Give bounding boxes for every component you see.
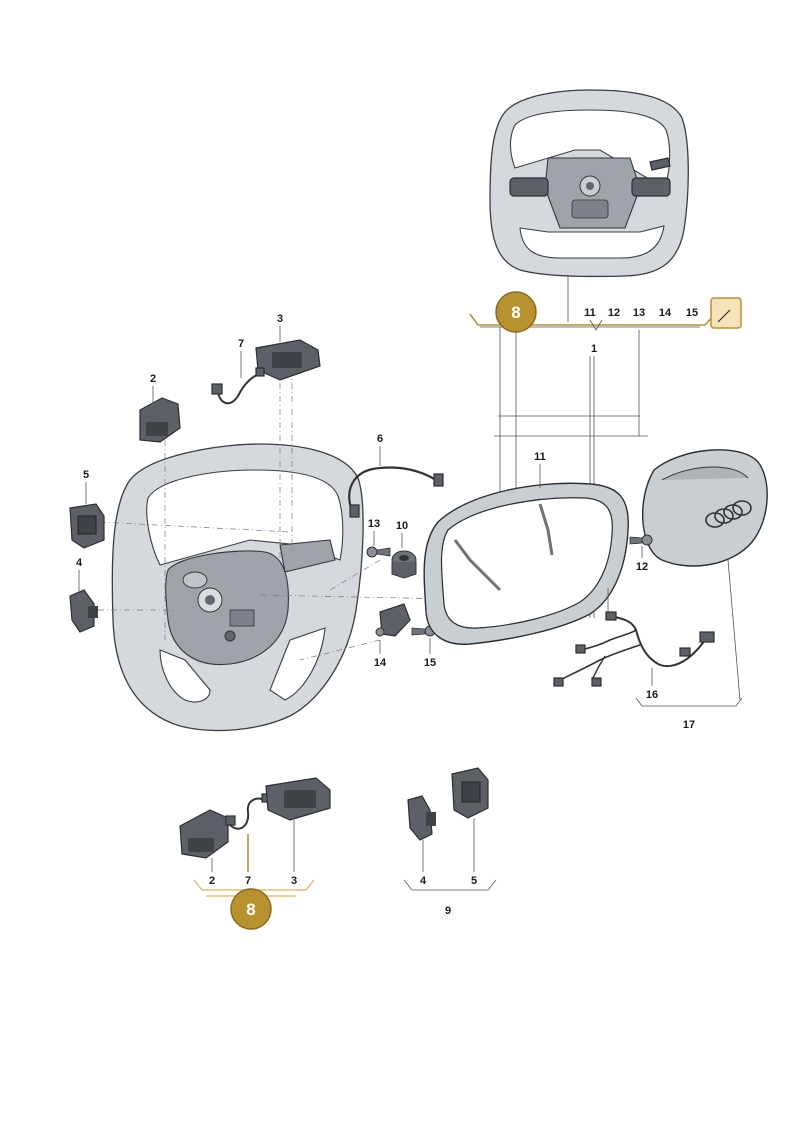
- part-7-cable-top: [211, 367, 265, 405]
- part-5-trim-left: [69, 503, 105, 549]
- label-12-top: 12: [608, 307, 620, 319]
- label-16: 16: [646, 689, 658, 701]
- label-2-top: 2: [150, 373, 156, 385]
- label-7-bottom: 7: [245, 875, 251, 887]
- part-10-nut: [391, 550, 417, 579]
- steering-wheel-assembly-top: [489, 89, 689, 278]
- part-3-switch-right-bottom: [265, 777, 331, 821]
- label-15-mid: 15: [424, 657, 436, 669]
- label-9: 9: [445, 905, 451, 917]
- label-3-bottom: 3: [291, 875, 297, 887]
- label-14-mid: 14: [374, 657, 387, 669]
- label-3-top: 3: [277, 313, 283, 325]
- callout-badge-8-top: 8: [495, 291, 537, 333]
- part-13-screw: [366, 546, 391, 558]
- part-3-switch-right-top: [255, 339, 321, 381]
- label-14-top: 14: [659, 307, 672, 319]
- label-11-mid: 11: [534, 451, 546, 463]
- part-14-bracket: [375, 603, 411, 637]
- part-6-cable: [348, 466, 444, 518]
- label-10: 10: [396, 520, 408, 532]
- label-12-mid: 12: [636, 561, 648, 573]
- part-2-switch-left-bottom: [179, 809, 229, 859]
- label-13-mid: 13: [368, 518, 380, 530]
- label-7-top: 7: [238, 338, 244, 350]
- four-rings-logo: [705, 500, 752, 528]
- label-1: 1: [591, 343, 597, 355]
- label-11-top: 11: [584, 307, 596, 319]
- callout-line-top: [469, 313, 716, 326]
- callout-badge-8-bottom: 8: [230, 888, 272, 930]
- steering-wheel-frame: [111, 443, 364, 732]
- part-16-wiring-harness: [553, 611, 715, 687]
- label-4-bottom: 4: [420, 875, 427, 887]
- label-17: 17: [683, 719, 695, 731]
- label-2-bottom: 2: [209, 875, 215, 887]
- label-6: 6: [377, 433, 383, 445]
- part-2-switch-left-top: [139, 397, 181, 443]
- label-5-left: 5: [83, 469, 89, 481]
- label-15-top: 15: [686, 307, 698, 319]
- part-12-screw: [629, 534, 653, 546]
- highlight-box-15: [710, 297, 742, 329]
- part-4-paddle-bottom: [407, 795, 436, 841]
- part-7-cable-bottom: [225, 793, 271, 830]
- label-5-bottom: 5: [471, 875, 477, 887]
- part-5-trim-bottom: [451, 767, 489, 819]
- part-4-paddle-left: [69, 589, 98, 633]
- part-11-trim-frame: [423, 482, 629, 645]
- label-4-left: 4: [76, 557, 83, 569]
- label-13-top: 13: [633, 307, 645, 319]
- svg-text:8: 8: [511, 303, 520, 322]
- svg-text:8: 8: [246, 900, 255, 919]
- part-airbag-module: [642, 449, 768, 567]
